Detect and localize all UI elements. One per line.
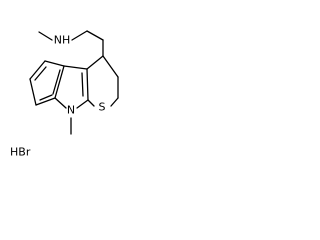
bond-amine-to-methylene [71, 30, 88, 41]
molecule-structure: NH N S HBr [10, 30, 119, 159]
bond-c7-to-c8-inner [39, 94, 53, 101]
bond-c1-to-sulfur [110, 97, 119, 107]
bond-c9a-to-nitrogen [76, 99, 89, 109]
bond-c4a-to-c9a-double [86, 68, 89, 101]
bond-c7-to-c8 [35, 97, 56, 106]
hydrobromide-label: HBr [10, 146, 31, 159]
indole-nitrogen-label: N [67, 104, 75, 117]
sulfur-label: S [99, 101, 106, 114]
bond-sulfur-to-c9a [87, 99, 95, 107]
bond-c5-to-c6 [29, 60, 46, 80]
bond-c3-to-c2 [102, 55, 119, 78]
bond-c4a-to-c9a-inner [81, 72, 84, 97]
bond-c4b-to-c8a [54, 65, 65, 99]
bond-nitrogen-to-c8a [54, 97, 67, 109]
bond-c5-to-c6-inner [34, 66, 47, 81]
bond-c4-to-c4a [86, 55, 104, 70]
bond-c4b-inner [52, 69, 61, 95]
bond-c6-to-c7 [29, 78, 37, 106]
bond-c4a-to-c4b [63, 65, 88, 70]
amine-nitrogen-label: NH [54, 34, 71, 47]
bond-methylene-to-c4 [86, 30, 104, 41]
bond-c4b-to-c5 [44, 60, 65, 67]
bond-methyl-to-amine [38, 31, 53, 41]
